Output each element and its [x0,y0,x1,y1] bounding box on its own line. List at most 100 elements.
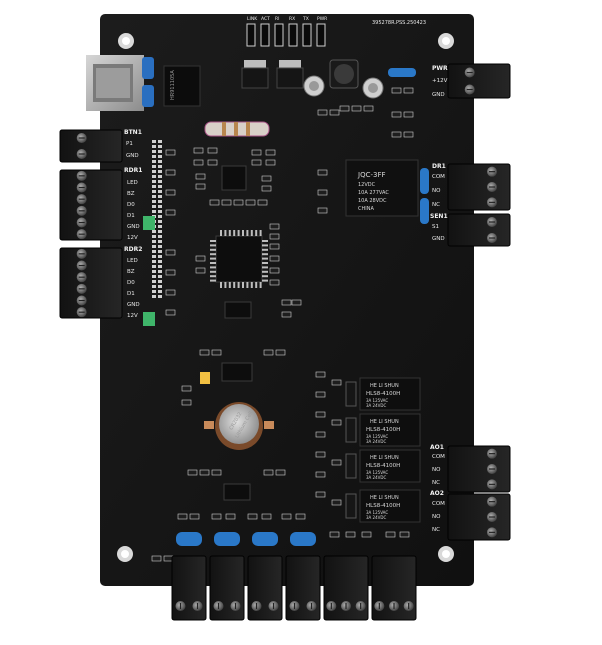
aux1-terminal-block[interactable] [447,445,511,493]
pin-header [152,160,156,163]
smd-component [195,267,206,274]
power-resistor [204,121,270,137]
rj45-ethernet-jack [86,55,154,111]
relay-rating: 3A 125VAC [366,510,388,515]
smd-component [391,111,402,118]
reader2-pin-label: 12V [127,313,138,319]
door1-pin-label: COM [432,174,445,180]
mcu-pin [259,230,262,236]
polyfuse [388,68,416,77]
aux1-pin-label: COM [432,454,445,460]
smd-component [315,411,326,418]
door1-pin-label: NO [432,188,441,194]
sensor1-pin-label: GND [432,236,445,242]
relay-rating: 3A 24VDC [366,515,386,520]
pin-header [152,145,156,148]
pin-header [158,190,162,193]
pin-header [152,265,156,268]
reader2-terminal-block[interactable] [59,247,123,319]
pin-header [158,220,162,223]
smd-component [207,147,218,154]
pin-header [158,175,162,178]
smd-component [295,513,306,520]
bottom-terminal-block[interactable] [285,532,321,621]
relay-rating: 3A 125VAC [366,470,388,475]
smd-component [317,189,328,196]
smd-component [403,87,414,94]
reader1-pin-label: D0 [127,202,135,208]
smd-component [263,469,274,476]
button-terminal-block[interactable] [59,129,123,163]
pin-header [152,260,156,263]
reader1-header-label: RDR1 [124,167,142,174]
door1-pin-label: NC [432,202,440,208]
pin-header [158,290,162,293]
smd-component [181,399,192,406]
smd-component [257,199,268,206]
smd-component [315,491,326,498]
sensor1-pin-label: S1 [432,224,439,230]
bottom-terminal-block[interactable] [371,555,417,621]
power-inductor [329,59,359,89]
pin-header [152,165,156,168]
sensor1-terminal-block[interactable] [447,213,511,247]
aux2-pin-label: NC [432,527,440,533]
mcu-pin [262,240,268,242]
mcu-pin [210,253,216,256]
pin-header [158,180,162,183]
mcu-pin [246,230,249,236]
smd-component [351,105,362,112]
mcu-pin [228,282,231,288]
mcu-pin [220,230,222,236]
smd-component [331,419,342,426]
power-terminal-block[interactable] [447,63,511,99]
reader1-terminal-block[interactable] [59,169,123,241]
smd-component [281,299,292,306]
mcu-pin [210,240,216,242]
ic-chip [221,165,247,191]
smd-component [331,459,342,466]
aux1-pin-label: NC [432,480,440,486]
smd-component [263,349,274,356]
smd-component [195,183,206,190]
bottom-terminal-block[interactable] [171,532,207,621]
ethernet-chip-label: HR911105A [170,70,176,100]
pin-header [152,195,156,198]
smd-component [165,169,176,176]
pin-header [158,240,162,243]
smd-component [165,209,176,216]
pin-header [152,180,156,183]
main-relay-line: 10A 277VAC [358,190,389,196]
smd-component [151,555,162,562]
status-led: ACT [260,16,270,47]
smd-component [211,349,222,356]
smd-component [399,531,410,538]
smd-component [199,349,210,356]
mcu-pin [262,248,268,251]
smd-component [269,267,280,274]
mcu-pin [255,282,258,288]
relay-rating: 3A 125VAC [366,398,388,403]
bottom-terminal-block[interactable] [247,532,283,621]
mcu-pin [262,244,268,247]
pin-header [158,280,162,283]
bottom-terminal-block[interactable] [209,532,245,621]
main-relay-line: CHINA [358,206,374,212]
relay-rating: 3A 24VDC [366,403,386,408]
aux2-terminal-block[interactable] [447,493,511,541]
smd-component [391,87,402,94]
pin-header [158,185,162,188]
relay-model: HLS8-4100H [366,463,400,469]
door1-terminal-block[interactable] [447,163,511,211]
smd-component [165,249,176,256]
pin-header [152,245,156,248]
smd-component [329,109,340,116]
bottom-terminal-block[interactable] [323,555,369,621]
mcu-pin [233,230,236,236]
main-relay: JQC-3FF 12VDC 10A 277VAC 10A 28VDC CHINA [345,159,419,217]
mcu-pin [210,248,216,251]
pin-header [158,200,162,203]
